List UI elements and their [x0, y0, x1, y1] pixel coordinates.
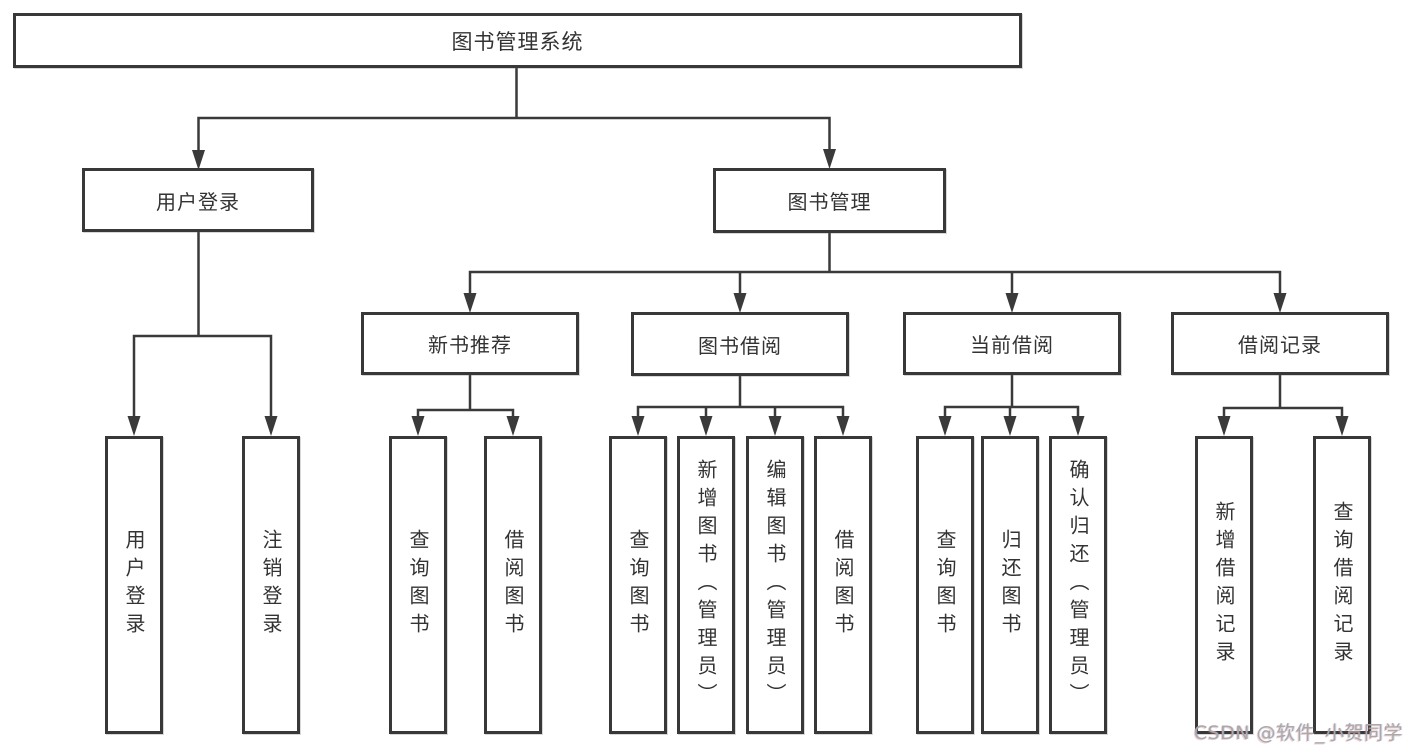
connector-new-books-children — [416, 375, 515, 420]
csdn-watermark: CSDN @软件_小贺同学 — [1193, 722, 1403, 744]
node-current-borrow: 当前借阅 — [903, 312, 1121, 375]
leaf-nb-borrow-books: 借阅图书 — [484, 436, 542, 734]
connector-book-mgmt-to-level3 — [468, 233, 1282, 297]
leaf-nb-query-books: 查询图书 — [389, 436, 447, 734]
leaf-user-login: 用户登录 — [105, 436, 163, 734]
leaf-cb-confirm-return-admin: 确认归还（管理员） — [1049, 436, 1107, 734]
leaf-bb-query-books: 查询图书 — [609, 436, 667, 734]
connector-book-borrow-children — [636, 376, 845, 420]
node-user-login: 用户登录 — [82, 168, 314, 232]
node-borrow-records: 借阅记录 — [1171, 312, 1389, 375]
node-book-borrow: 图书借阅 — [631, 312, 849, 376]
leaf-br-query-record: 查询借阅记录 — [1313, 436, 1371, 734]
leaf-bb-edit-books-admin: 编辑图书（管理员） — [746, 436, 804, 734]
node-library-management-system: 图书管理系统 — [13, 13, 1022, 68]
node-book-management: 图书管理 — [713, 168, 946, 233]
node-new-book-recommend: 新书推荐 — [361, 312, 579, 375]
connector-current-borrow-children — [943, 375, 1080, 420]
connector-user-login-children — [132, 231, 273, 420]
leaf-logout: 注销登录 — [242, 436, 300, 734]
leaf-br-add-record: 新增借阅记录 — [1195, 436, 1253, 734]
arrowheads — [127, 149, 1349, 436]
leaf-cb-return-books: 归还图书 — [981, 436, 1039, 734]
connector-borrow-records-children — [1222, 375, 1344, 420]
connector-root-to-level2 — [197, 68, 831, 154]
leaf-bb-add-books-admin: 新增图书（管理员） — [677, 436, 735, 734]
leaf-bb-borrow-books: 借阅图书 — [814, 436, 872, 734]
leaf-cb-query-books: 查询图书 — [916, 436, 974, 734]
